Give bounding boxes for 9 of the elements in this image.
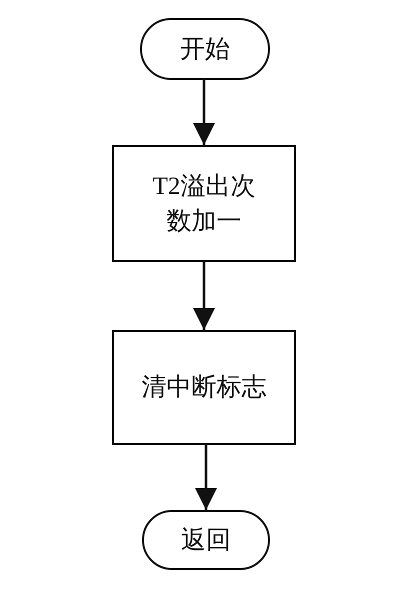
node-label: 返回: [181, 526, 231, 556]
arrow: [193, 262, 215, 330]
node-label: T2溢出次数加一: [152, 172, 256, 236]
process-box: [112, 145, 296, 262]
node-label: 清中断标志: [142, 373, 266, 403]
process-box: [112, 330, 296, 445]
node-label: 开始: [180, 34, 230, 64]
arrow: [195, 445, 217, 510]
arrow: [193, 80, 215, 145]
